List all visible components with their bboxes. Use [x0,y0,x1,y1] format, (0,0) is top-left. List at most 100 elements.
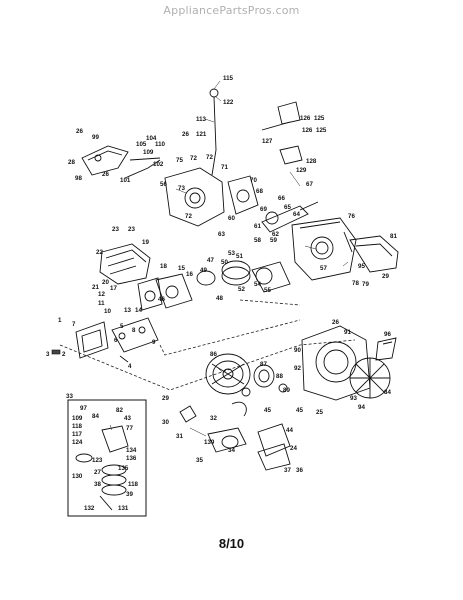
part-label: 67 [306,181,313,188]
part-label: 101 [120,177,131,184]
part-label: 127 [262,138,273,145]
part-label: 27 [94,469,101,476]
part-label: 29 [382,273,389,280]
part-label: 69 [260,206,267,213]
part-label: 134 [126,447,137,454]
part-label: 87 [260,361,267,368]
part-label: 118 [128,481,139,488]
part-label: 65 [284,204,291,211]
part-label: 132 [84,505,95,512]
part-label: 89 [283,387,290,394]
part-label: 12 [98,291,105,298]
gasket-plate-part [227,175,259,215]
part-label: 50 [221,259,228,266]
part-label: 56 [160,181,167,188]
part-label: 94 [358,404,365,411]
part-label: 75 [176,157,183,164]
linkage-rod-part [124,157,161,179]
part-label: 43 [124,415,131,422]
part-label: 135 [118,465,129,472]
assembly-guide-lines [59,299,356,391]
part-label: 76 [348,213,355,220]
part-label: 115 [223,75,234,82]
part-label: 82 [116,407,123,414]
ignition-coil-part [261,101,303,165]
part-label: 31 [176,433,183,440]
part-label: 77 [126,425,133,432]
part-label: 29 [162,395,169,402]
part-label: 109 [143,149,154,156]
part-label: 60 [228,215,235,222]
leader-lines [109,80,349,437]
part-label: 44 [286,427,293,434]
part-label: 86 [210,351,217,358]
part-label: 72 [206,154,213,161]
carburetor-part [75,425,129,511]
part-label: 52 [238,286,245,293]
part-label: 78 [352,280,359,287]
part-label: 13 [124,307,131,314]
part-label: 73 [178,185,185,192]
part-label: 98 [75,175,82,182]
part-label: 70 [250,177,257,184]
part-label: 19 [142,239,149,246]
part-label: 34 [228,447,235,454]
part-label: 104 [146,135,157,142]
part-label: 72 [190,155,197,162]
part-label: 129 [296,167,307,174]
part-label: 97 [80,405,87,412]
part-label: 58 [254,237,261,244]
part-label: 63 [218,231,225,238]
part-label: 8 [132,327,136,334]
part-label: 84 [92,413,99,420]
part-label: 45 [296,407,303,414]
part-label: 47 [207,257,214,264]
part-label: 26 [332,319,339,326]
carburetor-inset-box [67,399,147,517]
part-label: 57 [320,265,327,272]
part-label: 117 [72,431,83,438]
part-label: 1 [58,317,62,324]
part-label: 22 [96,249,103,256]
part-label: 64 [293,211,300,218]
valve-cover-part [137,273,193,311]
part-label: 54 [254,281,261,288]
part-label: 36 [296,467,303,474]
part-label: 3 [46,351,50,358]
part-label: 9 [152,339,156,346]
page-number: 8/10 [218,536,245,551]
part-label: 124 [72,439,83,446]
part-label: 55 [264,287,271,294]
part-label: 15 [178,265,185,272]
part-label: 110 [155,141,166,148]
part-label: 109 [72,415,83,422]
part-label: 26 [76,128,83,135]
part-label: 16 [186,271,193,278]
part-label: 59 [270,237,277,244]
part-label: 105 [136,141,147,148]
part-label: 10 [104,308,111,315]
part-label: 25 [316,409,323,416]
part-label: 79 [362,281,369,288]
part-label: 14 [135,307,142,314]
piston-part [196,260,291,293]
part-label: 66 [278,195,285,202]
blower-housing-part [349,235,399,273]
part-label: 102 [153,161,164,168]
part-label: 125 [316,127,327,134]
recoil-starter-housing-part [301,325,371,401]
part-label: 26 [102,171,109,178]
part-label: 91 [344,329,351,336]
part-number-labels: 115 122 113 121 26 99 104 105 110 109 10… [46,75,397,512]
part-label: 93 [350,395,357,402]
fastener-cluster-part [111,317,159,363]
part-label: 11 [98,300,105,307]
part-label: 72 [185,213,192,220]
part-label: 61 [254,223,261,230]
part-label: 21 [92,284,99,291]
part-label: 88 [276,373,283,380]
crankshaft-part [261,201,319,233]
part-label: 128 [306,158,317,165]
part-label: 23 [128,226,135,233]
